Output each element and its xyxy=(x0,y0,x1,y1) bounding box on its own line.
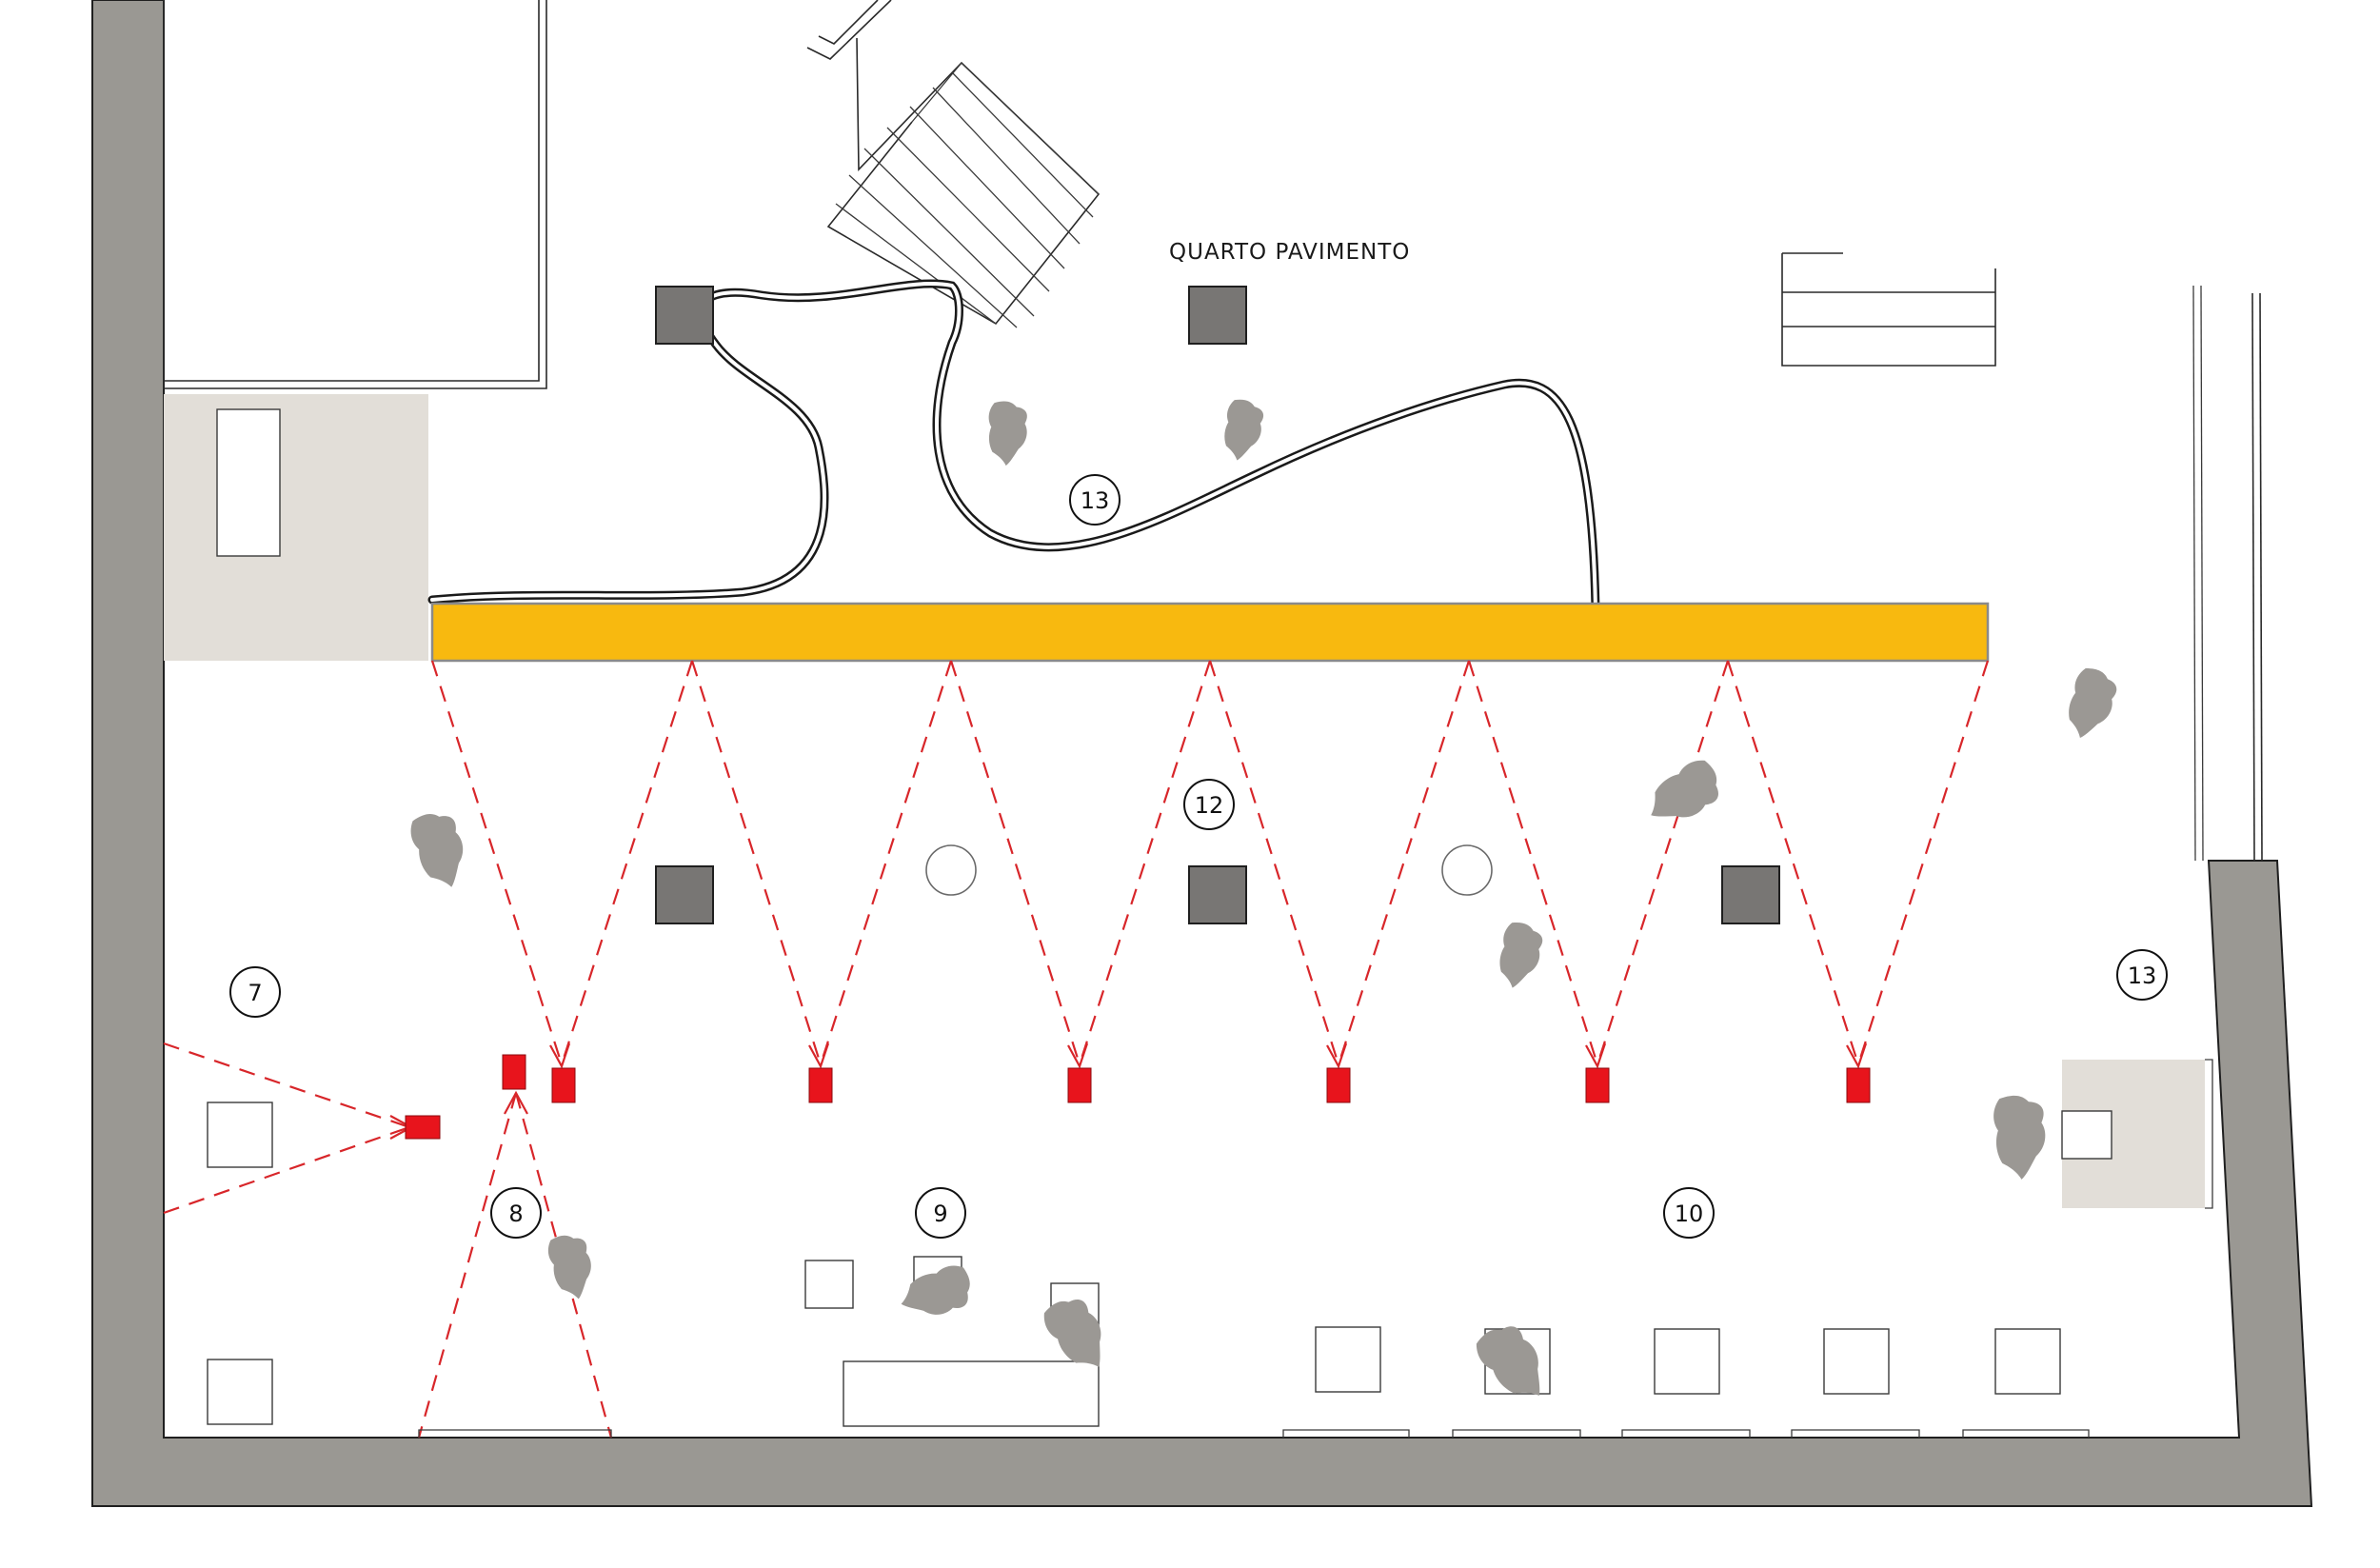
beam-arrowheads xyxy=(389,1042,1868,1140)
zone-tag-9: 9 xyxy=(915,1187,966,1239)
person-silhouette-icon xyxy=(1495,920,1545,992)
projectors xyxy=(405,1054,1871,1140)
projector-icon xyxy=(551,1067,576,1103)
stool xyxy=(207,1102,273,1168)
reception-desk-chair xyxy=(2061,1110,2112,1160)
column-2 xyxy=(1188,286,1247,345)
projector-icon xyxy=(405,1115,441,1140)
svg-text:12: 12 xyxy=(1195,792,1224,819)
round-column-1 xyxy=(925,844,977,896)
zone-tag-12: 12 xyxy=(1183,779,1235,830)
zone-tags: 13 12 7 13 8 9 10 xyxy=(229,474,2168,1239)
zone-tag-8: 8 xyxy=(490,1187,542,1239)
round-column-2 xyxy=(1441,844,1493,896)
stool xyxy=(207,1359,273,1425)
svg-text:7: 7 xyxy=(248,980,262,1006)
projector-icon xyxy=(1585,1067,1610,1103)
staircase xyxy=(806,0,1101,328)
projection-beams xyxy=(163,660,1990,1439)
zone-tag-13-east: 13 xyxy=(2116,949,2168,1001)
wall-left-bottom xyxy=(91,0,2313,1507)
svg-text:13: 13 xyxy=(1081,487,1110,514)
zone-tag-7: 7 xyxy=(229,966,281,1018)
person-silhouette-icon xyxy=(2061,665,2121,744)
zone-tag-13-north: 13 xyxy=(1069,474,1121,526)
person-silhouette-icon xyxy=(406,805,476,895)
projector-icon xyxy=(502,1054,526,1090)
person-silhouette-icon xyxy=(1992,1093,2050,1181)
column-3 xyxy=(655,865,714,924)
floor-label: QUARTO PAVIMENTO xyxy=(1169,240,1410,265)
person-silhouette-icon xyxy=(1638,753,1729,837)
furniture xyxy=(207,1102,2090,1438)
bench-top-right xyxy=(1781,252,1996,367)
column-1 xyxy=(655,286,714,345)
stool xyxy=(1994,1328,2061,1395)
column-5 xyxy=(1721,865,1780,924)
projector-icon xyxy=(808,1067,833,1103)
projector-icon xyxy=(1846,1067,1871,1103)
person-silhouette-icon xyxy=(545,1230,600,1304)
stool xyxy=(1823,1328,1890,1395)
east-area xyxy=(2061,285,2263,1209)
columns xyxy=(655,286,1780,924)
service-area xyxy=(164,394,428,661)
projector-icon xyxy=(1067,1067,1092,1103)
svg-text:10: 10 xyxy=(1675,1201,1704,1227)
svg-text:13: 13 xyxy=(2128,963,2157,989)
svg-text:8: 8 xyxy=(508,1201,523,1227)
person-silhouette-icon xyxy=(1220,397,1266,464)
service-counter xyxy=(216,408,281,557)
stool xyxy=(1315,1326,1381,1393)
person-silhouette-icon xyxy=(988,401,1027,466)
upper-left-room xyxy=(163,0,547,389)
bench xyxy=(843,1360,1100,1427)
building-walls xyxy=(91,0,2313,1507)
zone-tag-10: 10 xyxy=(1663,1187,1715,1239)
stool xyxy=(1654,1328,1720,1395)
projector-icon xyxy=(1326,1067,1351,1103)
cables xyxy=(427,279,1600,614)
stool xyxy=(804,1260,854,1309)
svg-text:9: 9 xyxy=(933,1201,947,1227)
column-4 xyxy=(1188,865,1247,924)
display-wall xyxy=(430,602,1990,663)
